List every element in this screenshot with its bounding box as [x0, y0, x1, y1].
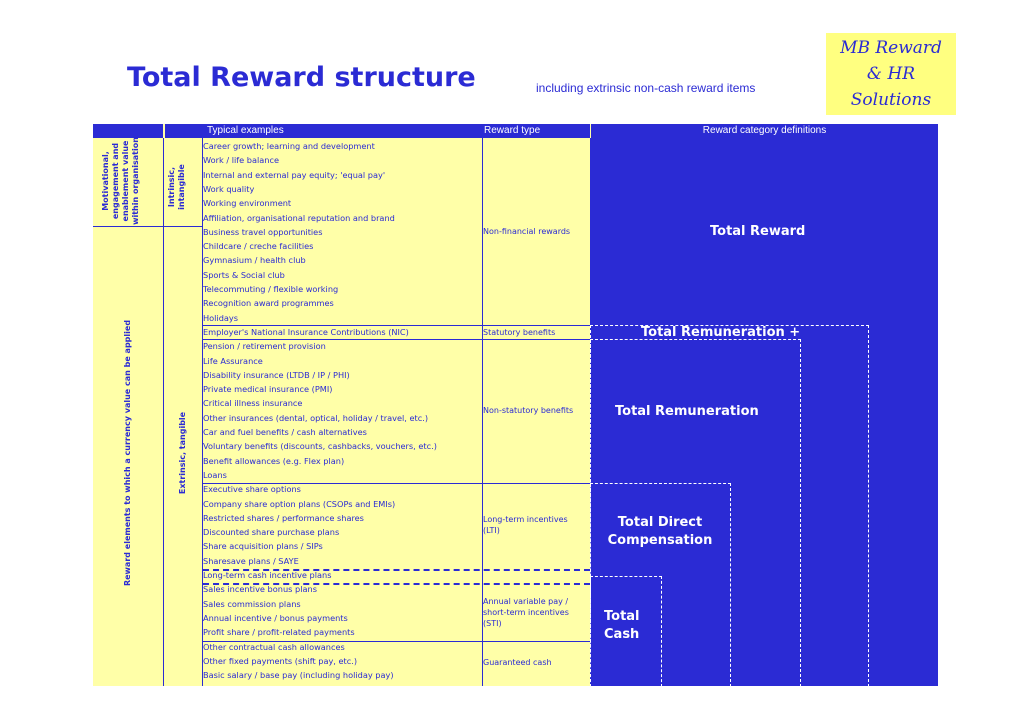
header-category-definitions: Reward category definitions [591, 124, 938, 138]
example-row: Gymnasium / health club [203, 255, 306, 266]
example-row: Life Assurance [203, 355, 263, 366]
example-row: Long-term cash incentive plans [203, 570, 332, 580]
company-logo: MB Reward & HR Solutions [826, 33, 956, 115]
example-row: Affiliation, organisational reputation a… [203, 212, 395, 223]
divider-col-2 [202, 124, 203, 686]
example-row: Discounted share purchase plans [203, 527, 340, 538]
example-row: Employer's National Insurance Contributi… [203, 326, 409, 337]
reward-type-non-statutory: Non-statutory benefits [483, 406, 574, 415]
example-row: Annual incentive / bonus payments [203, 612, 348, 623]
example-row: Voluntary benefits (discounts, cashbacks… [203, 441, 437, 452]
example-row: Sales incentive bonus plans [203, 584, 317, 595]
label-intrinsic: Intrinsic, intangible [167, 164, 186, 210]
example-row: Other fixed payments (shift pay, etc.) [203, 655, 358, 666]
example-row: Loans [203, 469, 227, 480]
example-row: Sports & Social club [203, 269, 285, 280]
example-row: Company share option plans (CSOPs and EM… [203, 498, 396, 509]
label-motivational: Motivational, engagement and enablement … [101, 137, 140, 225]
page-subtitle: including extrinsic non-cash reward item… [536, 81, 756, 95]
example-row: Work / life balance [203, 155, 280, 166]
logo-line-1: MB Reward [840, 38, 942, 58]
example-row: Disability insurance (LTDB / IP / PHI) [203, 369, 350, 380]
example-row: Holidays [203, 312, 239, 323]
group-separator-statutory [203, 325, 590, 326]
example-row: Share acquisition plans / SIPs [203, 541, 323, 552]
example-row: Pension / retirement provision [203, 341, 326, 352]
reward-type-sti: Annual variable pay / short-term incenti… [483, 597, 569, 628]
example-row: Critical illness insurance [203, 398, 303, 409]
example-row: Other contractual cash allowances [203, 641, 345, 652]
category-definitions-panel [590, 138, 938, 686]
reward-type-guaranteed: Guaranteed cash [483, 658, 552, 667]
group-separator-dashed-2 [203, 583, 590, 585]
logo-line-2: & HR [866, 64, 916, 84]
example-row: Recognition award programmes [203, 298, 334, 309]
example-row: Private medical insurance (PMI) [203, 384, 333, 395]
example-row: Profit share / profit-related payments [203, 627, 355, 638]
divider-col-3 [482, 138, 483, 686]
example-row: Childcare / creche facilities [203, 241, 314, 252]
divider-side-left [93, 226, 163, 227]
example-row: Career growth; learning and development [203, 141, 375, 151]
reward-type-statutory: Statutory benefits [483, 328, 556, 337]
example-row: Sharesave plans / SAYE [203, 555, 299, 566]
category-total-remuneration-plus: Total Remuneration + [641, 325, 801, 340]
example-row: Other insurances (dental, optical, holid… [203, 412, 429, 423]
example-row: Working environment [203, 198, 292, 209]
example-row: Internal and external pay equity; 'equal… [203, 169, 386, 180]
logo-line-3: Solutions [850, 90, 932, 110]
reward-type-lti: Long-term incentives (LTI) [483, 515, 568, 535]
header-reward-type: Reward type [481, 124, 590, 138]
example-row: Benefit allowances (e.g. Flex plan) [203, 455, 345, 466]
page-title: Total Reward structure [127, 62, 476, 93]
example-row: Basic salary / base pay (including holid… [203, 670, 394, 681]
header-cell-blank-1 [93, 124, 163, 138]
box-total-cash [590, 576, 662, 687]
reward-type-non-financial: Non-financial rewards [483, 227, 571, 236]
label-extrinsic: Extrinsic, tangible [178, 411, 187, 495]
group-separator-lti [203, 483, 590, 484]
example-row: Sales commission plans [203, 598, 301, 609]
divider-col-1 [163, 138, 164, 686]
header-typical-examples: Typical examples [203, 124, 483, 138]
category-total-remuneration: Total Remuneration [615, 404, 759, 419]
group-separator-dashed-1 [203, 569, 590, 571]
divider-side-mid [163, 226, 203, 227]
category-total-reward: Total Reward [710, 224, 806, 239]
label-currency-value: Reward elements to which a currency valu… [123, 319, 132, 587]
group-separator-nonstatutory [203, 339, 590, 340]
example-row: Telecommuting / flexible working [203, 284, 339, 294]
category-total-cash: Total Cash [604, 609, 640, 642]
example-row: Car and fuel benefits / cash alternative… [203, 427, 367, 437]
example-row: Work quality [203, 183, 255, 194]
example-row: Business travel opportunities [203, 226, 323, 237]
category-total-direct-compensation: Total Direct Compensation [607, 515, 713, 548]
example-row: Executive share options [203, 484, 301, 495]
group-separator-guaranteed [203, 641, 590, 642]
example-row: Restricted shares / performance shares [203, 512, 364, 523]
